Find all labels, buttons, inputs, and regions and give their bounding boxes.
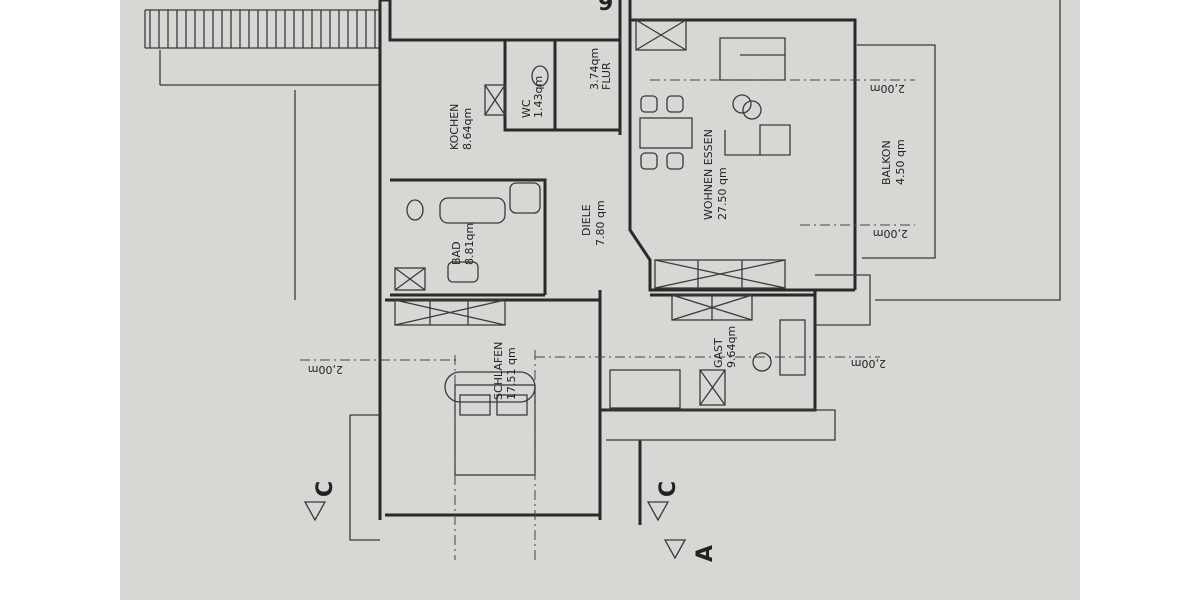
room-label-wohnen-essen: WOHNEN ESSEN 27.50 qm [702, 129, 729, 220]
room-label-gast: GAST 9.64qm [712, 326, 738, 368]
dimension-label: 2,00m [851, 357, 886, 370]
room-label-bad: BAD 8.81qm [450, 223, 476, 265]
room-label-diele: DIELE 7.80 qm [580, 200, 607, 246]
dimension-label: 2,00m [870, 82, 905, 95]
svg-text:BALKON: BALKON [880, 140, 893, 185]
room-label-kochen: KOCHEN 8.64qm [448, 104, 474, 150]
svg-text:9.64qm: 9.64qm [725, 326, 738, 368]
room-label-wc: WC 1.43qm [520, 76, 545, 118]
svg-text:SCHLAFEN: SCHLAFEN [492, 342, 505, 400]
terrace-outline [875, 0, 1061, 301]
yard-outline [159, 50, 380, 300]
bathtub [439, 197, 506, 224]
windows [394, 19, 786, 406]
toilet [406, 199, 424, 221]
top-fragment: 9 [598, 0, 613, 16]
dimension-label: 2,00m [308, 363, 343, 376]
grid-axes [300, 79, 915, 560]
svg-text:KOCHEN: KOCHEN [448, 104, 461, 150]
svg-text:1.43qm: 1.43qm [532, 76, 545, 118]
section-marker-c-right: C [646, 481, 681, 522]
svg-text:FLUR: FLUR [600, 62, 613, 90]
room-label-flur: 3.74qm FLUR [588, 48, 613, 90]
svg-text:7.80 qm: 7.80 qm [594, 200, 607, 246]
svg-text:WOHNEN ESSEN: WOHNEN ESSEN [702, 129, 715, 220]
section-marker-a: A [663, 539, 718, 562]
guest-bed [609, 369, 681, 409]
dining-table [639, 117, 693, 149]
svg-text:C: C [656, 481, 681, 497]
furniture [406, 37, 806, 476]
balcony-outline [857, 44, 936, 259]
svg-text:27.50 qm: 27.50 qm [716, 167, 729, 220]
svg-text:GAST: GAST [712, 338, 725, 368]
svg-text:3.74qm: 3.74qm [588, 48, 601, 90]
section-marker-c-left: C [303, 481, 338, 522]
room-label-balkon: BALKON 4.50 qm [880, 139, 907, 185]
svg-text:4.50 qm: 4.50 qm [894, 139, 907, 185]
top-stairs [144, 9, 380, 49]
svg-text:DIELE: DIELE [580, 204, 593, 236]
dimension-label: 2,00m [873, 227, 908, 240]
stairs [349, 274, 871, 541]
room-label-schlafen: SCHLAFEN 17.51 qm [492, 342, 518, 400]
svg-text:17.51 qm: 17.51 qm [505, 347, 518, 400]
svg-text:8.64qm: 8.64qm [461, 108, 474, 150]
svg-text:WC: WC [520, 99, 533, 118]
svg-text:A: A [693, 545, 718, 562]
svg-text:C: C [313, 481, 338, 497]
svg-text:8.81qm: 8.81qm [463, 223, 476, 265]
svg-text:BAD: BAD [450, 241, 463, 265]
